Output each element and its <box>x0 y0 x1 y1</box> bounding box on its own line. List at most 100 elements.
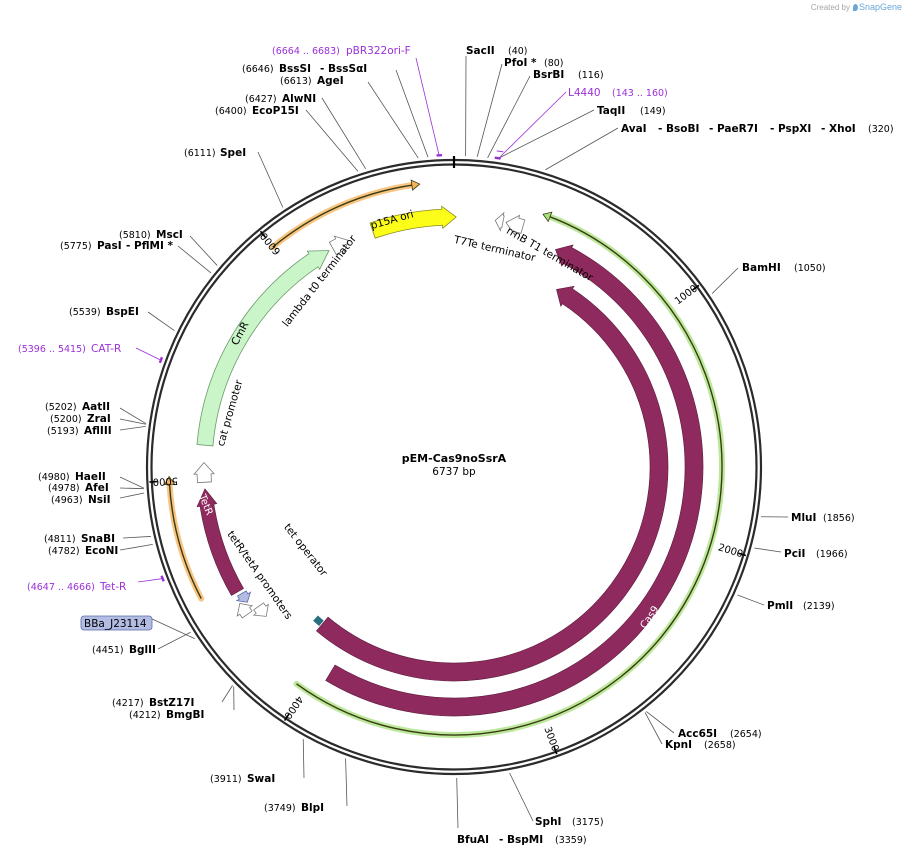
site-name[interactable]: AatII <box>82 401 110 413</box>
bba-j23114-box[interactable] <box>80 615 153 631</box>
site-name[interactable]: AflIII <box>84 425 112 437</box>
site-name-bsobi[interactable]: - BsoBI <box>658 123 699 135</box>
site-name[interactable]: AfeI <box>85 482 109 494</box>
site-name[interactable]: ZraI <box>87 413 111 425</box>
site-swai[interactable]: (3911) SwaI <box>210 773 275 785</box>
site-bsrbi[interactable]: BsrBI(116) <box>533 69 604 81</box>
leader-line-30 <box>305 109 359 172</box>
primer-l4440[interactable]: L4440(143 .. 160) <box>568 87 668 99</box>
site-taqii[interactable]: TaqII(149) <box>597 105 666 117</box>
site-afliii[interactable]: (5193)AflIII <box>47 425 112 437</box>
primer-name[interactable]: CAT-R <box>91 343 121 355</box>
site-name[interactable]: SacII <box>466 45 495 57</box>
site-name[interactable]: SpeI <box>220 147 246 159</box>
site-name[interactable]: MscI <box>156 229 183 241</box>
site-name[interactable]: HaeII <box>75 471 106 483</box>
leader-line-37 <box>137 578 164 583</box>
site-name[interactable]: KpnI <box>665 739 692 751</box>
site-name-bspmi[interactable]: - BspMI <box>499 834 543 846</box>
site-name[interactable]: EcoP15I <box>252 105 299 117</box>
site-nsii[interactable]: (4963)NsiI <box>51 494 111 506</box>
site-ecop15i[interactable]: (6400)EcoP15I <box>215 105 299 117</box>
primer-cat-r[interactable]: (5396 .. 5415)CAT-R <box>18 343 121 355</box>
site-mlui[interactable]: MluI(1856) <box>791 512 855 524</box>
site-acc65i[interactable]: Acc65I(2654) <box>678 728 762 740</box>
site-name[interactable]: BsrBI <box>533 69 564 81</box>
primer-name[interactable]: Tet-R <box>99 581 126 593</box>
bba-j23114-tag[interactable]: BBa_J23114 <box>80 615 153 631</box>
leader-line-25 <box>119 407 147 425</box>
site-name[interactable]: MluI <box>791 512 816 524</box>
site-name[interactable]: Acc65I <box>678 728 717 740</box>
site-name[interactable]: BspEI <box>106 306 139 318</box>
site-pfoi[interactable]: PfoI *(80) <box>504 57 564 69</box>
cmr-track-head <box>410 179 421 191</box>
site-snabi[interactable]: (4811)SnaBI <box>44 533 115 545</box>
site-name[interactable]: PmlI <box>767 600 793 612</box>
site-name[interactable]: PfoI * <box>504 57 537 69</box>
site-name[interactable]: PciI <box>784 548 805 560</box>
site-bspmi-group[interactable]: BfuAI - BspMI (3359) <box>457 834 587 846</box>
site-pflmi-group[interactable]: (5775) PasI - PflMI * <box>60 240 174 252</box>
site-sphi[interactable]: SphI(3175) <box>535 816 604 828</box>
site-name[interactable]: AlwNI <box>282 93 316 105</box>
site-name[interactable]: EcoNI <box>85 545 118 557</box>
primer-name[interactable]: L4440 <box>568 87 601 99</box>
primer-pbr322ori-f[interactable]: (6664 .. 6683)pBR322ori-F <box>272 45 411 57</box>
site-name-pasi[interactable]: PasI <box>97 240 122 252</box>
site-name[interactable]: BstZ17I <box>149 697 194 709</box>
site-name-pspxi[interactable]: - PspXI <box>770 123 811 135</box>
site-name-pflmi[interactable]: - PflMI * <box>126 240 174 252</box>
site-name[interactable]: NsiI <box>88 494 111 506</box>
site-name[interactable]: BamHI <box>742 262 781 274</box>
site-pos: (5202) <box>45 402 77 413</box>
site-name[interactable]: BlpI <box>301 802 324 814</box>
snapgene-logo-icon <box>852 4 858 11</box>
site-kpni[interactable]: KpnI(2658) <box>665 739 736 751</box>
site-bglii[interactable]: (4451)BglII <box>92 644 156 656</box>
site-zrai[interactable]: (5200)ZraI <box>50 413 111 425</box>
site-name-bfuai[interactable]: BfuAI <box>457 834 489 846</box>
site-name[interactable]: SwaI <box>247 773 275 785</box>
site-name[interactable]: TaqII <box>597 105 625 117</box>
site-pos: (3911) <box>210 774 242 785</box>
primer-tet-r[interactable]: (4647 .. 4666) Tet-R <box>27 581 126 593</box>
site-haeii[interactable]: (4980)HaeII <box>38 471 106 483</box>
site-afei[interactable]: (4978)AfeI <box>48 482 109 494</box>
site-name[interactable]: SphI <box>535 816 561 828</box>
site-aatii[interactable]: (5202) AatII <box>45 401 110 413</box>
site-xhoi-group[interactable]: AvaI - BsoBI - PaeR7I - PspXI - XhoI (32… <box>621 123 894 135</box>
site-bamhi[interactable]: BamHI(1050) <box>742 262 826 274</box>
tetr-track-head <box>163 475 176 486</box>
bba-j23114-label[interactable]: BBa_J23114 <box>84 618 147 630</box>
site-name-xhoi[interactable]: - XhoI <box>821 123 856 135</box>
site-blpi[interactable]: (3749)BlpI <box>264 802 324 814</box>
leader-line-35 <box>497 91 567 160</box>
site-name-avai[interactable]: AvaI <box>621 123 647 135</box>
site-alwni[interactable]: (6427)AlwNI <box>245 93 316 105</box>
site-pmli[interactable]: PmlI(2139) <box>767 600 835 612</box>
feature-label-tet-operator[interactable]: tet operator <box>281 522 330 580</box>
primer-name[interactable]: pBR322ori-F <box>346 45 411 57</box>
site-econi[interactable]: (4782)EcoNI <box>48 545 118 557</box>
site-name[interactable]: AgeI <box>317 75 344 87</box>
site-name[interactable]: BmgBI <box>166 709 204 721</box>
site-pcii[interactable]: PciI(1966) <box>784 548 848 560</box>
site-name-bsssi[interactable]: BssSI <box>279 63 311 75</box>
site-bmgbi[interactable]: (4212)BmgBI <box>129 709 204 721</box>
site-agei[interactable]: (6613)AgeI <box>280 75 344 87</box>
leader-line-32 <box>367 81 419 159</box>
primer-range: (4647 .. 4666) <box>27 582 95 593</box>
site-name-bssSαi[interactable]: - BssSαI <box>320 63 367 75</box>
site-name[interactable]: SnaBI <box>81 533 115 545</box>
site-sacii[interactable]: SacII(40) <box>466 45 528 57</box>
site-name-paer7i[interactable]: - PaeR7I <box>709 123 758 135</box>
site-name[interactable]: BglII <box>129 644 156 656</box>
site-bstz17i[interactable]: (4217)BstZ17I <box>112 697 194 709</box>
site-bspei[interactable]: (5539)BspEI <box>69 306 139 318</box>
leader-line-26 <box>147 311 175 331</box>
site-msci[interactable]: (5810)MscI <box>119 229 183 241</box>
site-spei[interactable]: (6111)SpeI <box>184 147 246 159</box>
site-bsssi-group[interactable]: (6646) BssSI - BssSαI <box>242 63 367 75</box>
